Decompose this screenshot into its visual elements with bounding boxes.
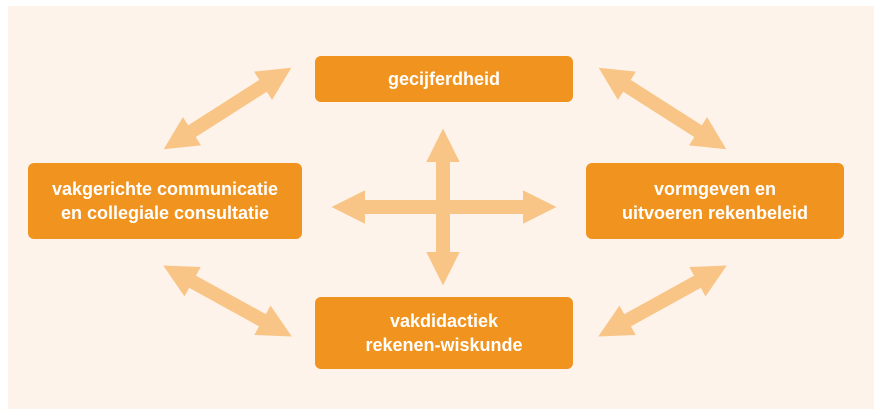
box-vakgerichte-communicatie: vakgerichte communicatie en collegiale c… [28, 163, 302, 239]
box-rekenbeleid-label: vormgeven en uitvoeren rekenbeleid [621, 179, 809, 223]
box-gecijferdheid: gecijferdheid [315, 56, 573, 102]
arrow-top-left [163, 67, 292, 150]
box-vakdidactiek-label: vakdidactiek rekenen-wiskunde [365, 311, 523, 355]
box-vakgerichte-communicatie-label: vakgerichte communicatie en collegiale c… [51, 179, 279, 223]
arrow-top-right [598, 67, 727, 150]
box-rekenbeleid: vormgeven en uitvoeren rekenbeleid [586, 163, 844, 239]
box-gecijferdheid-label: gecijferdheid [387, 69, 501, 89]
arrow-bottom-left [163, 265, 292, 337]
box-vakdidactiek: vakdidactiek rekenen-wiskunde [315, 297, 573, 369]
arrow-bottom-right [598, 265, 727, 337]
